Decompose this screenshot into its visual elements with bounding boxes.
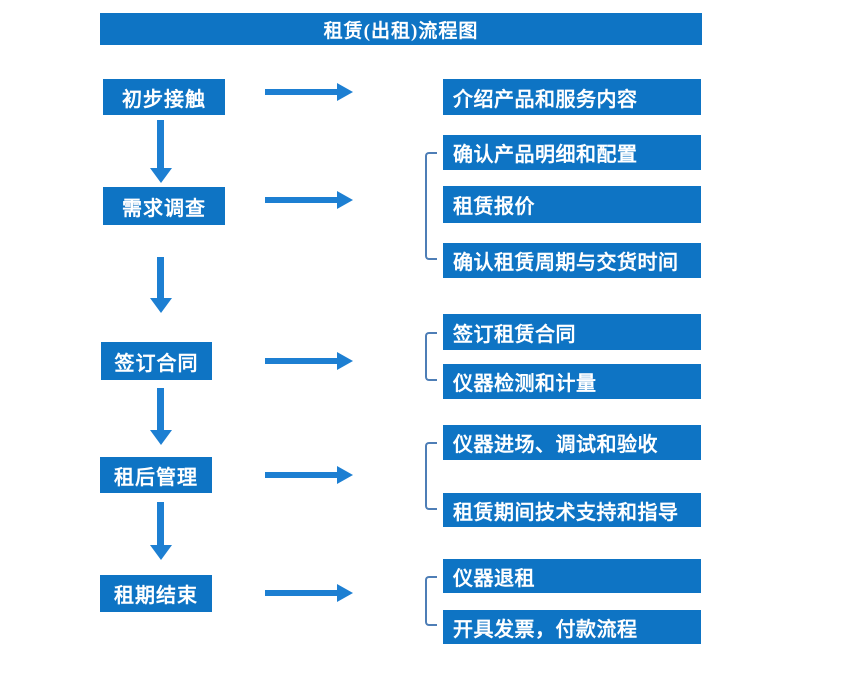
step-box-post-rental-management: 租后管理 [100,457,212,493]
detail-box-confirm-period-delivery: 确认租赁周期与交货时间 [443,243,701,278]
down-arrow-1 [157,120,164,168]
step-box-sign-contract: 签订合同 [101,342,212,380]
step-box-demand-survey: 需求调查 [103,187,225,225]
bracket-demand-survey-group [425,152,437,260]
detail-box-invoice-payment: 开具发票，付款流程 [443,610,701,644]
bracket-sign-contract-group [425,332,437,381]
step-box-lease-end: 租期结束 [100,575,212,612]
flowchart-title: 租赁(出租)流程图 [323,20,479,42]
right-arrow-4 [265,472,337,478]
detail-box-technical-support: 租赁期间技术支持和指导 [443,493,701,527]
down-arrow-2 [157,257,164,298]
flowchart-title-bar: 租赁(出租)流程图 [100,13,702,45]
bracket-post-rental-group [425,442,437,510]
right-arrow-2 [265,197,337,203]
detail-box-rental-quote: 租赁报价 [443,186,701,223]
detail-box-instrument-setup-acceptance: 仪器进场、调试和验收 [443,425,701,460]
step-box-initial-contact: 初步接触 [103,79,225,115]
right-arrow-1 [265,89,337,95]
right-arrow-3 [265,358,337,364]
right-arrow-5 [265,590,337,596]
down-arrow-4 [157,502,164,545]
down-arrow-3 [157,388,164,430]
detail-box-introduce-products: 介绍产品和服务内容 [443,79,701,115]
detail-box-confirm-product-config: 确认产品明细和配置 [443,135,701,170]
detail-box-instrument-return: 仪器退租 [443,559,701,593]
detail-box-sign-rental-contract: 签订租赁合同 [443,314,701,350]
detail-box-instrument-inspection: 仪器检测和计量 [443,364,701,399]
bracket-lease-end-group [425,576,437,626]
